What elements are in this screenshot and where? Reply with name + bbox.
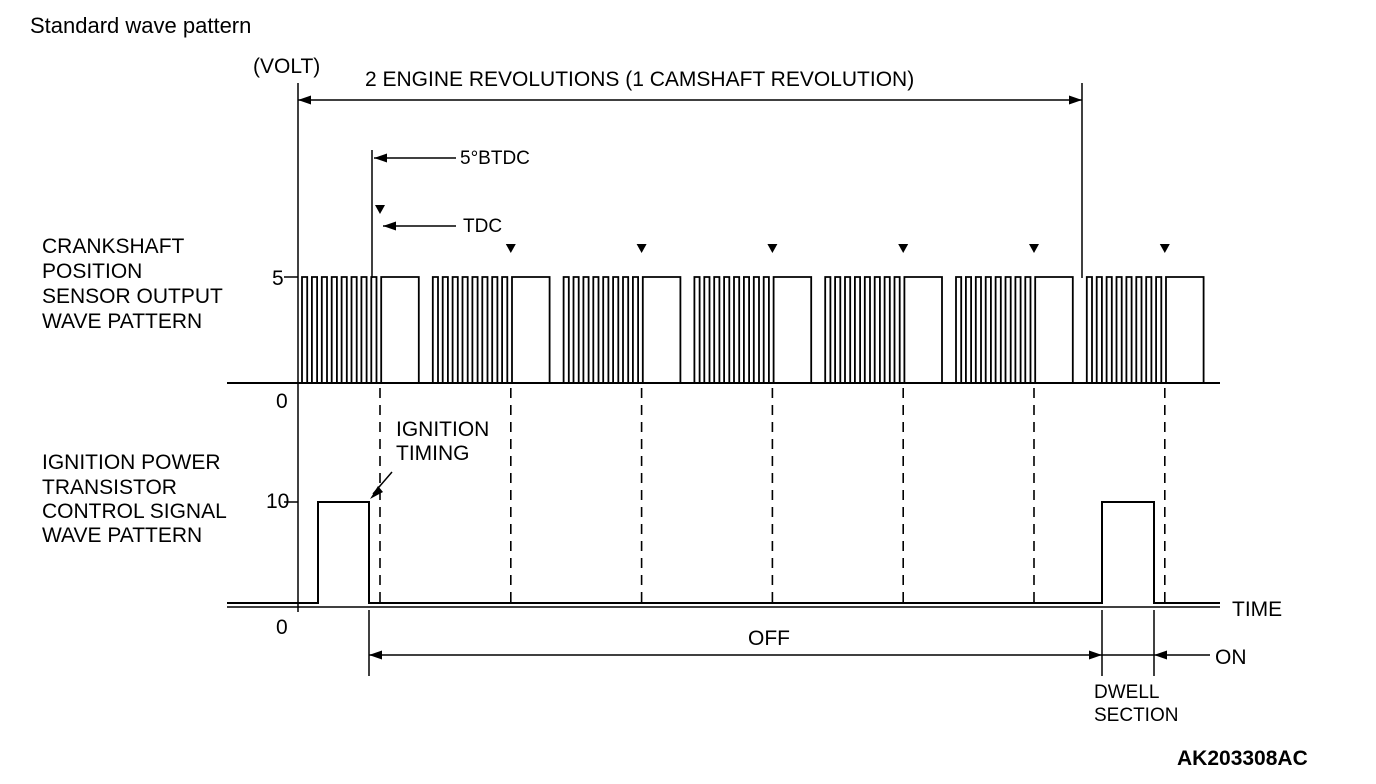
tdc-marker xyxy=(375,205,385,214)
ignition-high-tick: 10 xyxy=(266,490,289,513)
crank-label-line-3: SENSOR OUTPUT xyxy=(42,285,223,308)
ignition-wave xyxy=(227,501,1220,604)
revolutions-arrow-left xyxy=(298,95,311,105)
tdc-marker xyxy=(1159,244,1170,253)
tdc-marker xyxy=(898,244,909,253)
ignition-timing-label-line-2: TIMING xyxy=(396,442,470,465)
off-arrow-right xyxy=(1089,650,1102,660)
tdc-pointer-arrow xyxy=(383,221,396,231)
crank-label-line-1: CRANKSHAFT xyxy=(42,235,185,258)
figure-title: Standard wave pattern xyxy=(30,13,251,38)
btdc-label: 5°BTDC xyxy=(460,148,530,169)
off-label: OFF xyxy=(748,627,790,650)
ignition-label-line-1: IGNITION POWER xyxy=(42,451,221,474)
dwell-label-line-2: SECTION xyxy=(1094,705,1178,726)
btdc-pointer-arrow xyxy=(374,153,387,163)
ignition-zero-tick: 0 xyxy=(276,616,288,639)
crank-label-line-2: POSITION xyxy=(42,260,142,283)
tdc-marker xyxy=(1029,244,1039,253)
ignition-timing-arrow xyxy=(370,486,383,499)
figure-code: AK203308AC xyxy=(1177,747,1308,770)
tdc-label: TDC xyxy=(463,216,502,237)
ignition-label-line-2: TRANSISTOR xyxy=(42,476,177,499)
ignition-signal-label: IGNITION POWER TRANSISTOR CONTROL SIGNAL… xyxy=(42,451,227,547)
crank-zero-tick: 0 xyxy=(276,390,288,413)
tdc-marker xyxy=(636,244,647,253)
dwell-label-line-1: DWELL xyxy=(1094,682,1159,703)
tdc-marker xyxy=(505,244,516,253)
crankshaft-signal-label: CRANKSHAFT POSITION SENSOR OUTPUT WAVE P… xyxy=(42,235,223,333)
tdc-marker xyxy=(767,244,778,253)
ignition-timing-label-line-1: IGNITION xyxy=(396,418,489,441)
volt-unit-label: (VOLT) xyxy=(253,55,320,78)
revolutions-arrow-right xyxy=(1069,95,1082,105)
on-pointer-arrow xyxy=(1154,650,1167,660)
revolutions-label: 2 ENGINE REVOLUTIONS (1 CAMSHAFT REVOLUT… xyxy=(365,68,914,91)
crank-label-line-4: WAVE PATTERN xyxy=(42,310,202,333)
crankshaft-wave xyxy=(301,276,1216,384)
crank-high-tick: 5 xyxy=(272,267,284,290)
ignition-label-line-4: WAVE PATTERN xyxy=(42,524,202,547)
off-arrow-left xyxy=(369,650,382,660)
ignition-label-line-3: CONTROL SIGNAL xyxy=(42,500,227,523)
on-label: ON xyxy=(1215,646,1247,669)
time-axis-label: TIME xyxy=(1232,598,1282,621)
